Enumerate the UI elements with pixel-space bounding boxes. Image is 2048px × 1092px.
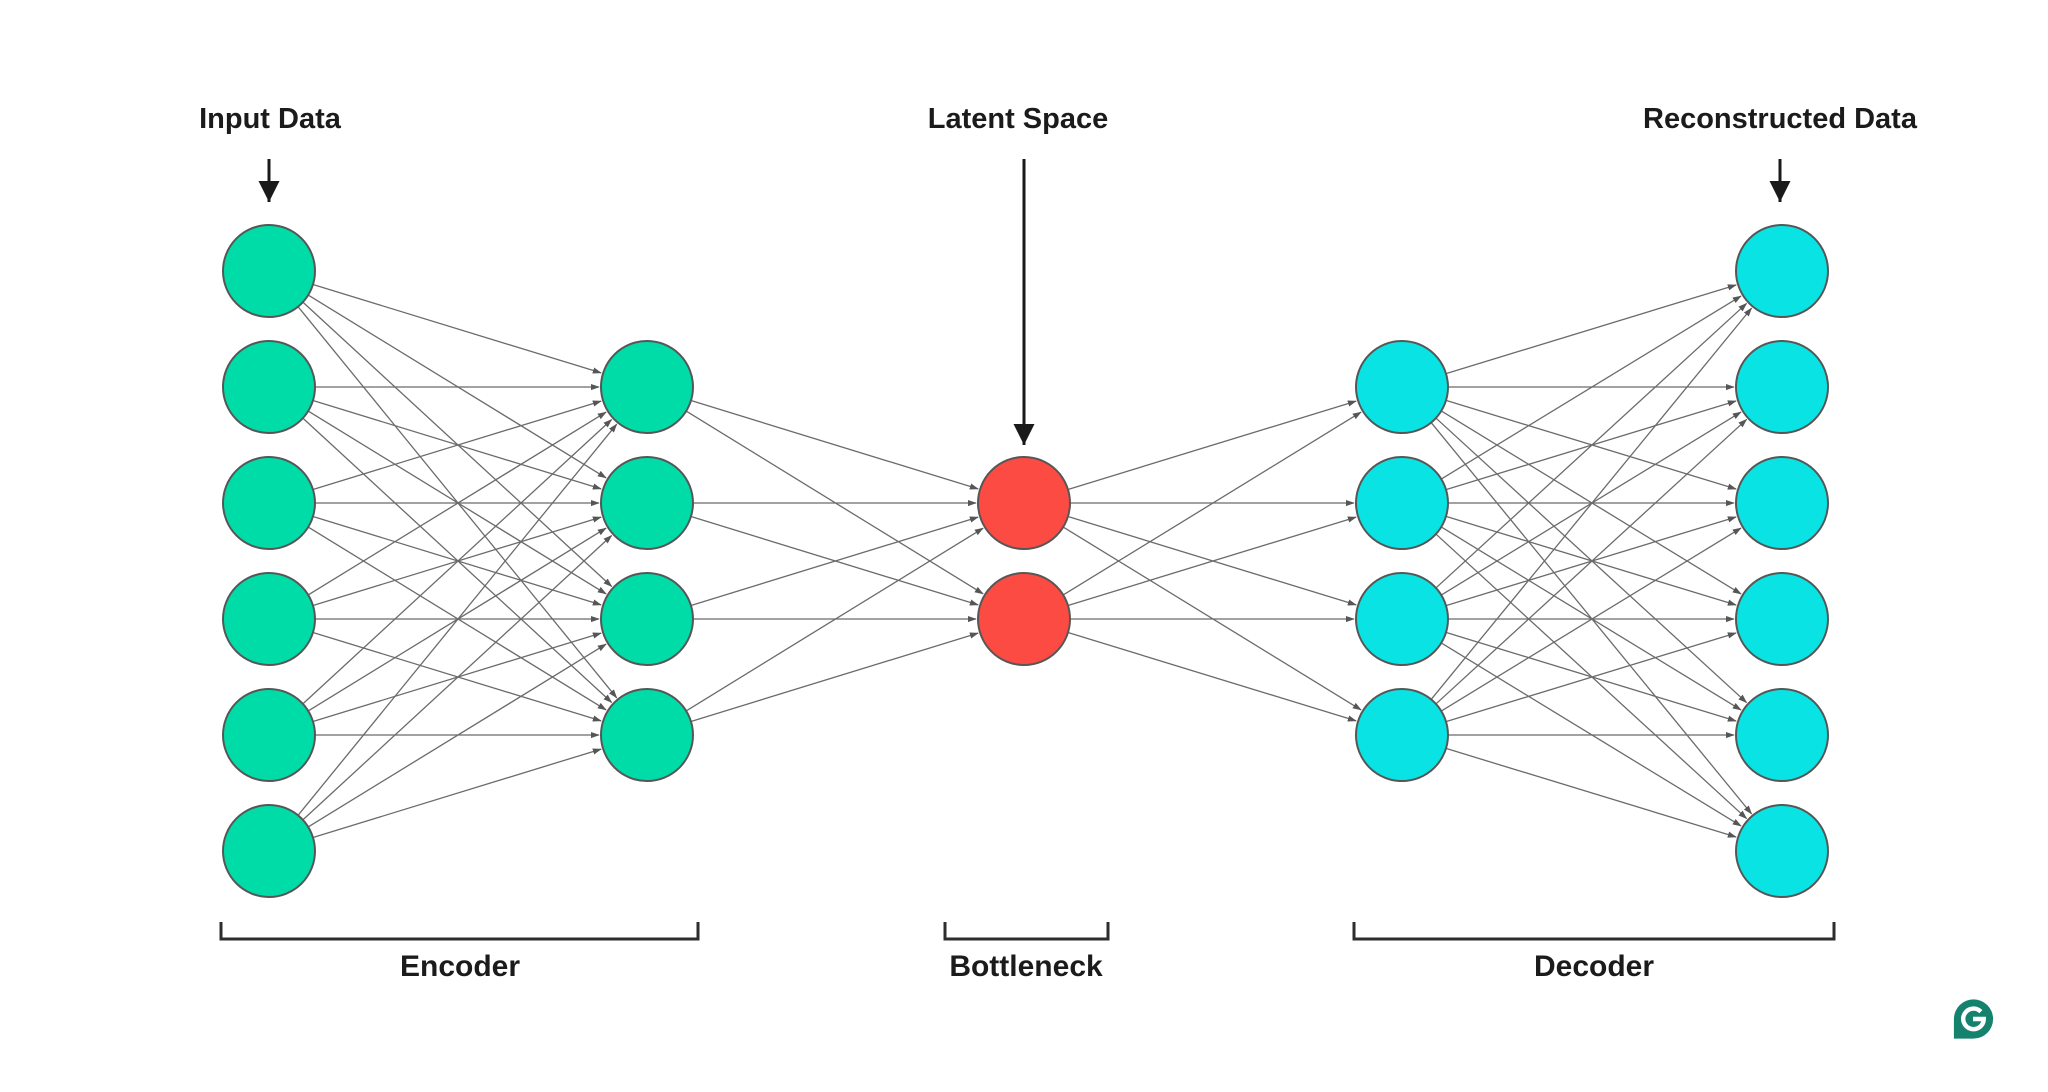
neuron-node [600,340,694,434]
connection-edge [690,632,979,723]
edges [297,283,1753,839]
neuron-node [222,804,316,898]
neuron-node [977,456,1071,550]
connection-edge [302,419,613,705]
connection-edge [297,423,618,816]
bottleneck-label: Bottleneck [949,950,1103,983]
neuron-node [1355,456,1449,550]
grammarly-logo-icon [1953,999,1994,1039]
connection-edge [1430,307,1753,700]
connection-edge [1440,295,1742,480]
connection-edge [307,643,607,828]
reconstructed-data-label: Reconstructed Data [1643,103,1917,135]
connection-edge [312,400,602,491]
neuron-node [1735,224,1829,318]
connection-edge [1067,631,1357,722]
neuron-node [600,456,694,550]
neuron-node [1735,804,1829,898]
bottleneck-layer-nodes [977,456,1071,666]
connection-edge [1067,516,1357,607]
connection-edge [1435,302,1748,589]
bottleneck-bracket [943,922,1110,941]
neuron-node [600,572,694,666]
output-layer-nodes [1735,224,1829,898]
connection-edge [312,748,602,839]
connection-edge [1445,284,1737,375]
latent-space-label: Latent Space [927,103,1109,135]
input-data-label: Input Data [199,103,341,135]
pointer-arrows [258,159,1791,445]
connection-edge [685,527,984,712]
neuron-node [222,688,316,782]
neuron-node [1355,340,1449,434]
encoder-bracket [219,922,700,941]
connection-edge [307,411,607,596]
neuron-node [222,456,316,550]
neuron-node [977,572,1071,666]
connection-edge [1067,400,1357,491]
connection-edge [1445,632,1737,723]
grammarly-logo [1950,994,1997,1044]
neuron-node [222,572,316,666]
decoder-hidden-layer-nodes [1355,340,1449,782]
connection-edge [690,399,979,490]
neuron-node [600,688,694,782]
encoder-hidden-layer-nodes [600,340,694,782]
logo-g-glyph [1961,1006,1987,1032]
encoder-label: Encoder [399,950,521,983]
connection-edge [1440,527,1742,712]
neuron-node [1735,572,1829,666]
connection-edge [690,516,979,607]
connection-edge [1445,747,1737,838]
neuron-node [1355,572,1449,666]
neuron-node [222,224,316,318]
decoder-label: Decoder [1533,950,1655,983]
connection-edge [312,283,602,374]
neuron-node [222,340,316,434]
neuron-node [1735,688,1829,782]
neuron-node [1735,340,1829,434]
connection-edge [1062,411,1362,596]
neuron-node [1355,688,1449,782]
neuron-node [1735,456,1829,550]
connection-edge [302,535,613,821]
connection-edge [1435,418,1748,705]
decoder-bracket [1352,922,1836,941]
input-layer-nodes [222,224,316,898]
